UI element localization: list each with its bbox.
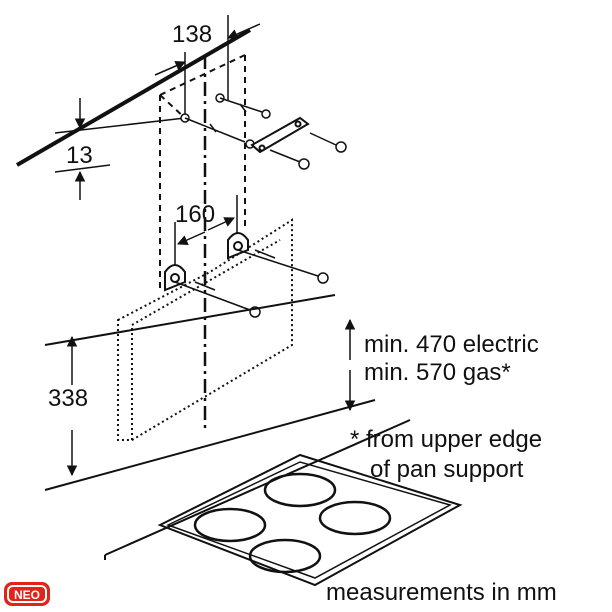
dimension-13: [54, 98, 186, 200]
wall-lines: [44, 294, 411, 560]
dimension-138-label: 138: [172, 21, 212, 48]
bracket-screws: [269, 132, 347, 170]
footnote-line2: of pan support: [370, 456, 524, 483]
top-bracket: [250, 116, 310, 154]
lower-chimney-outline: [117, 218, 293, 441]
dimension-13-label: 13: [66, 142, 93, 169]
hob: [157, 453, 463, 587]
clearance-electric-label: min. 470 electric: [364, 331, 539, 358]
units-note: measurements in mm: [326, 579, 557, 606]
svg-text:NEO: NEO: [14, 588, 40, 602]
ceiling-line: [15, 28, 252, 167]
footnote-line1: * from upper edge: [350, 426, 542, 453]
dimension-138: [154, 15, 261, 118]
upper-screws: [180, 93, 271, 149]
brand-logo: NEO: [4, 582, 50, 606]
dimension-338-label: 338: [48, 385, 88, 412]
upper-chimney-outline: [159, 54, 246, 290]
clearance-gas-label: min. 570 gas*: [364, 359, 511, 386]
lower-screws: [174, 249, 329, 318]
dimension-160-label: 160: [175, 201, 215, 228]
